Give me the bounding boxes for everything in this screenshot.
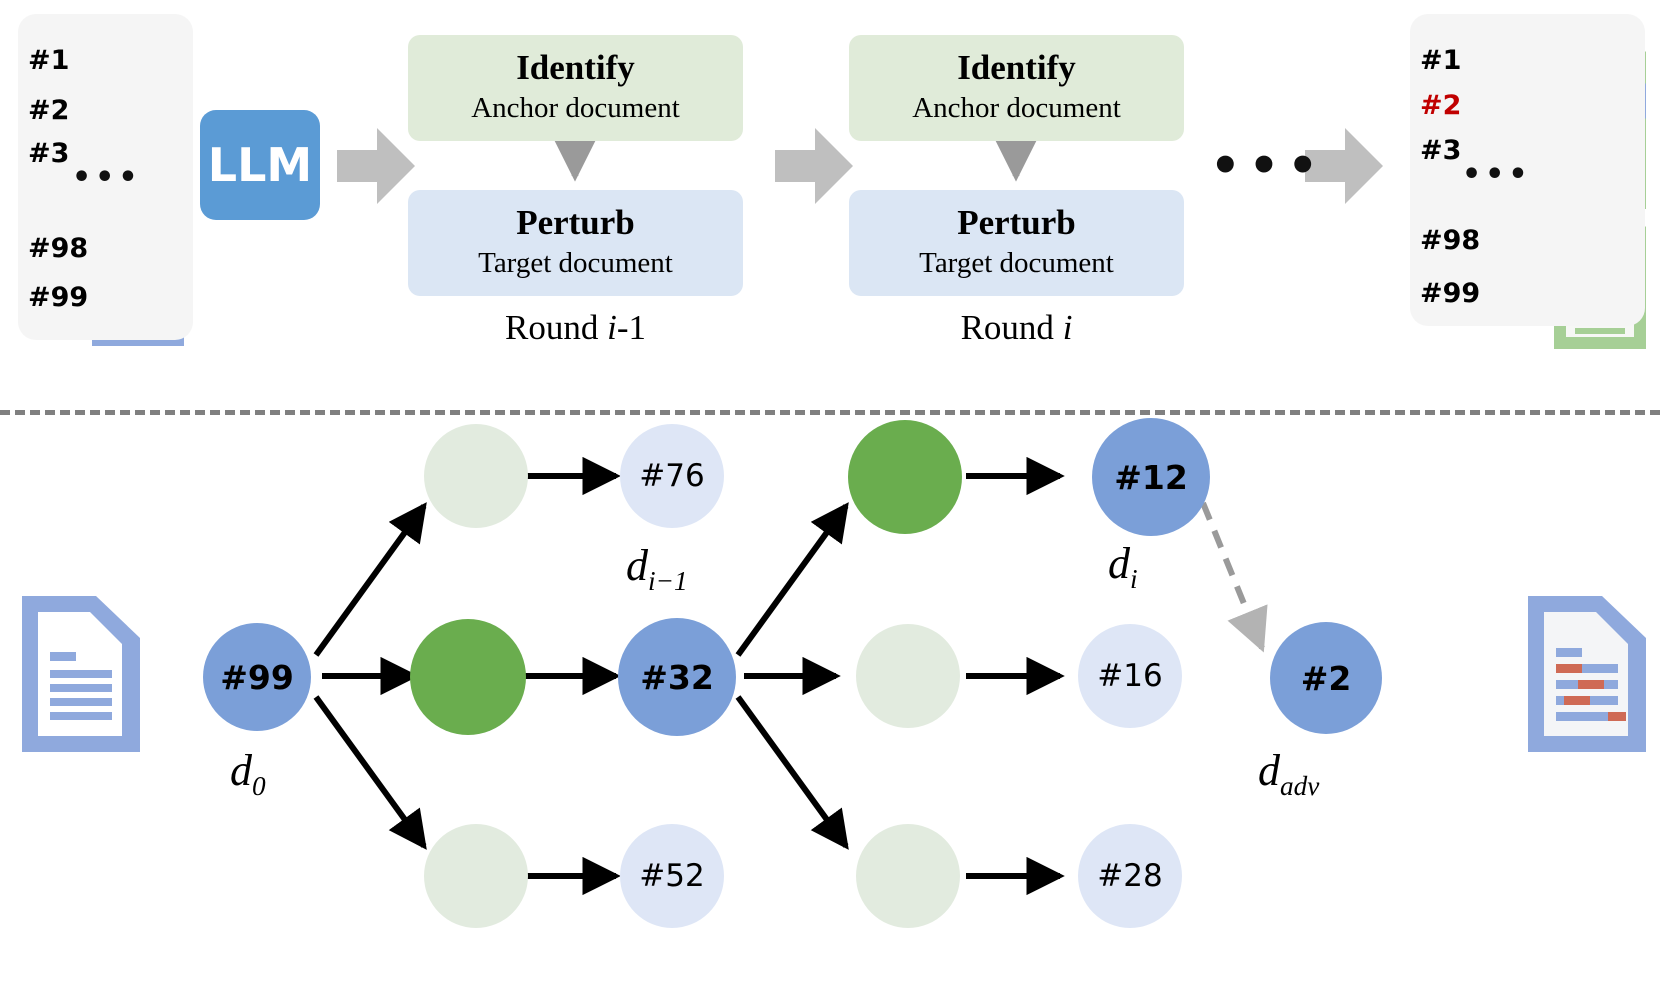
round2-perturb-title: Perturb xyxy=(957,202,1076,242)
tree-node-l1-top[interactable] xyxy=(424,424,528,528)
round1-identify-subtitle: Anchor document xyxy=(471,92,680,125)
tree-node-l3-bot[interactable] xyxy=(856,824,960,928)
tree-node-l3-top[interactable] xyxy=(848,420,962,534)
output-rank-99: #99 xyxy=(1420,278,1481,309)
tree-label-di-base: d xyxy=(1108,539,1130,588)
tree-label-di-sub: i xyxy=(1130,563,1138,594)
round1-label-suffix: -1 xyxy=(616,308,646,347)
round1-perturb-title: Perturb xyxy=(516,202,635,242)
round2-label-prefix: Round xyxy=(960,308,1063,347)
output-panel-ellipsis: ••• xyxy=(1462,157,1532,192)
input-rank-3: #3 xyxy=(28,138,70,169)
block-arrow-round1-to-round2 xyxy=(775,128,853,204)
input-rank-2: #2 xyxy=(28,95,70,126)
tree-node-adv[interactable]: #2 xyxy=(1270,622,1382,734)
tree-label-d0-sub: 0 xyxy=(252,770,266,801)
round1-identify-box[interactable]: Identify Anchor document xyxy=(408,35,743,141)
tree-label-dadv-base: d xyxy=(1258,746,1280,795)
round2-perturb-subtitle: Target document xyxy=(919,247,1114,280)
tree-edge-dashed-to-adv xyxy=(1200,501,1268,653)
round2-identify-subtitle: Anchor document xyxy=(912,92,1121,125)
tree-node-l4-mid[interactable]: #16 xyxy=(1078,624,1182,728)
round2-label: Round i xyxy=(849,308,1184,348)
tree-node-root[interactable]: #99 xyxy=(203,623,311,731)
input-ranking-panel xyxy=(18,14,193,340)
tree-label-dadv: dadv xyxy=(1258,745,1319,802)
input-panel-ellipsis: ••• xyxy=(72,160,142,195)
tree-node-l3-mid[interactable] xyxy=(856,624,960,728)
round1-perturb-subtitle: Target document xyxy=(478,247,673,280)
round2-identify-title: Identify xyxy=(957,47,1076,87)
block-arrow-llm-to-round1 xyxy=(337,128,415,204)
round2-label-var: i xyxy=(1062,308,1073,347)
input-rank-99: #99 xyxy=(28,282,89,313)
input-rank-98: #98 xyxy=(28,233,89,264)
round1-label-var: i xyxy=(607,308,617,347)
output-rank-3: #3 xyxy=(1420,135,1462,166)
input-rank-labels: #1 #2 #3 #98 #99 xyxy=(28,14,98,340)
output-ranking-panel xyxy=(1410,14,1645,326)
round1-perturb-box[interactable]: Perturb Target document xyxy=(408,190,743,296)
tree-label-di-minus-1: di−1 xyxy=(626,540,688,597)
input-rank-1: #1 xyxy=(28,45,70,76)
tree-source-document-icon xyxy=(22,596,140,752)
round2-identify-box[interactable]: Identify Anchor document xyxy=(849,35,1184,141)
tree-label-d0-base: d xyxy=(230,746,252,795)
tree-label-d0: d0 xyxy=(230,745,266,802)
tree-label-di-minus-1-base: d xyxy=(626,541,648,590)
output-rank-2: #2 xyxy=(1420,90,1462,121)
tree-label-di: di xyxy=(1108,538,1138,595)
tree-adversarial-document-icon xyxy=(1528,596,1646,752)
llm-block[interactable]: LLM xyxy=(200,110,320,220)
tree-node-l4-bot[interactable]: #28 xyxy=(1078,824,1182,928)
output-rank-1: #1 xyxy=(1420,45,1462,76)
output-rank-98: #98 xyxy=(1420,225,1481,256)
tree-label-dadv-sub: adv xyxy=(1280,770,1320,801)
tree-node-l1-mid[interactable] xyxy=(410,619,526,735)
round1-identify-title: Identify xyxy=(516,47,635,87)
output-rank-labels: #1 #2 #3 #98 #99 xyxy=(1420,14,1510,326)
tree-label-di-minus-1-sub: i−1 xyxy=(648,565,688,596)
round1-label-prefix: Round xyxy=(505,308,608,347)
round1-label: Round i-1 xyxy=(408,308,743,348)
tree-node-l4-top[interactable]: #12 xyxy=(1092,418,1210,536)
round2-perturb-box[interactable]: Perturb Target document xyxy=(849,190,1184,296)
tree-node-l2-bot[interactable]: #52 xyxy=(620,824,724,928)
section-divider xyxy=(0,410,1660,415)
between-rounds-ellipsis: ••• xyxy=(1210,138,1327,194)
tree-node-l2-top[interactable]: #76 xyxy=(620,424,724,528)
tree-node-l1-bot[interactable] xyxy=(424,824,528,928)
tree-node-l2-mid[interactable]: #32 xyxy=(618,618,736,736)
